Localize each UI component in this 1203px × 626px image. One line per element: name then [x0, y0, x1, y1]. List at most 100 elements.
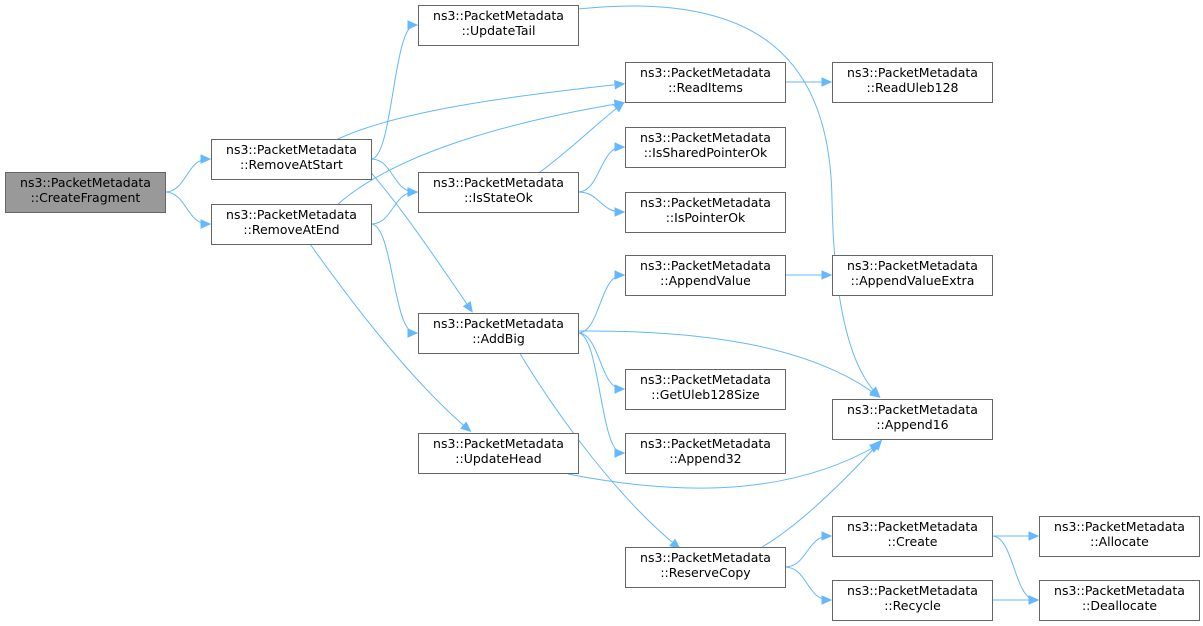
node-append16[interactable]: ns3::PacketMetadata::Append16	[832, 399, 993, 440]
node-box	[832, 62, 993, 103]
node-namespace-label: ns3::PacketMetadata	[20, 175, 151, 190]
node-namespace-label: ns3::PacketMetadata	[226, 142, 357, 157]
call-edge	[784, 535, 830, 568]
node-removeatend[interactable]: ns3::PacketMetadata::RemoveAtEnd	[211, 204, 372, 245]
arrow-icon	[200, 154, 212, 164]
arrow-icon	[407, 187, 419, 197]
node-allocate[interactable]: ns3::PacketMetadata::Allocate	[1039, 516, 1200, 557]
node-namespace-label: ns3::PacketMetadata	[433, 175, 564, 190]
node-function-label: ::IsPointerOk	[666, 210, 746, 225]
node-namespace-label: ns3::PacketMetadata	[847, 519, 978, 534]
node-namespace-label: ns3::PacketMetadata	[1054, 519, 1185, 534]
node-namespace-label: ns3::PacketMetadata	[433, 316, 564, 331]
arrow-icon	[200, 219, 212, 229]
node-function-label: ::Deallocate	[1082, 598, 1157, 613]
node-getuleb128size[interactable]: ns3::PacketMetadata::GetUleb128Size	[625, 369, 786, 410]
arrow-icon	[869, 387, 881, 398]
node-namespace-label: ns3::PacketMetadata	[847, 583, 978, 598]
call-edge	[784, 566, 830, 601]
call-edge	[567, 444, 879, 489]
node-box	[625, 127, 786, 168]
node-readitems[interactable]: ns3::PacketMetadata::ReadItems	[625, 62, 786, 103]
node-namespace-label: ns3::PacketMetadata	[433, 436, 564, 451]
node-isstateok[interactable]: ns3::PacketMetadata::IsStateOk	[418, 172, 579, 213]
node-box	[832, 580, 993, 621]
node-createfragment: ns3::PacketMetadata::CreateFragment	[5, 172, 166, 213]
node-namespace-label: ns3::PacketMetadata	[640, 130, 771, 145]
call-edge	[164, 191, 209, 225]
node-issharedpointerok[interactable]: ns3::PacketMetadata::IsSharedPointerOk	[625, 127, 786, 168]
node-updatehead[interactable]: ns3::PacketMetadata::UpdateHead	[418, 433, 579, 474]
node-box	[625, 369, 786, 410]
node-box	[832, 399, 993, 440]
node-box	[5, 172, 166, 213]
node-box	[1039, 516, 1200, 557]
call-edge	[337, 102, 623, 205]
node-namespace-label: ns3::PacketMetadata	[226, 207, 357, 222]
call-edge	[577, 332, 623, 390]
arrow-icon	[669, 538, 681, 550]
node-deallocate[interactable]: ns3::PacketMetadata::Deallocate	[1039, 580, 1200, 621]
node-box	[832, 516, 993, 557]
node-function-label: ::GetUleb128Size	[651, 387, 760, 402]
arrow-icon	[614, 448, 626, 458]
call-edge	[370, 223, 416, 334]
call-edge	[577, 5, 879, 396]
call-edge	[337, 83, 623, 140]
node-function-label: ::AddBig	[472, 331, 525, 346]
arrow-icon	[1028, 595, 1040, 605]
node-box	[625, 62, 786, 103]
node-function-label: ::UpdateHead	[455, 451, 541, 466]
call-edge	[370, 158, 416, 193]
call-edges	[164, 5, 1040, 605]
call-edge	[991, 535, 1037, 601]
arrow-icon	[614, 270, 626, 280]
call-edge	[370, 24, 416, 160]
node-box	[625, 255, 786, 296]
node-namespace-label: ns3::PacketMetadata	[1054, 583, 1185, 598]
arrow-icon	[821, 270, 833, 280]
node-namespace-label: ns3::PacketMetadata	[847, 402, 978, 417]
node-create[interactable]: ns3::PacketMetadata::Create	[832, 516, 993, 557]
node-function-label: ::Allocate	[1090, 534, 1149, 549]
node-box	[418, 172, 579, 213]
node-addbig[interactable]: ns3::PacketMetadata::AddBig	[418, 313, 579, 354]
call-edge	[577, 146, 623, 193]
node-updatetail[interactable]: ns3::PacketMetadata::UpdateTail	[418, 5, 579, 46]
function-nodes: ns3::PacketMetadata::CreateFragmentns3::…	[5, 5, 1200, 621]
node-box	[832, 255, 993, 296]
arrow-icon	[407, 20, 419, 30]
node-box	[211, 204, 372, 245]
node-namespace-label: ns3::PacketMetadata	[847, 65, 978, 80]
node-function-label: ::Create	[888, 534, 938, 549]
node-box	[1039, 580, 1200, 621]
node-function-label: ::CreateFragment	[31, 190, 141, 205]
node-function-label: ::IsSharedPointerOk	[644, 145, 768, 160]
call-edge	[577, 274, 623, 334]
node-function-label: ::Append16	[876, 417, 948, 432]
node-namespace-label: ns3::PacketMetadata	[640, 65, 771, 80]
node-namespace-label: ns3::PacketMetadata	[433, 8, 564, 23]
node-function-label: ::IsStateOk	[464, 190, 534, 205]
node-namespace-label: ns3::PacketMetadata	[640, 550, 771, 565]
node-appendvalue[interactable]: ns3::PacketMetadata::AppendValue	[625, 255, 786, 296]
node-readuleb128[interactable]: ns3::PacketMetadata::ReadUleb128	[832, 62, 993, 103]
call-edge	[577, 332, 623, 454]
node-namespace-label: ns3::PacketMetadata	[640, 195, 771, 210]
node-box	[625, 433, 786, 474]
node-reservecopy[interactable]: ns3::PacketMetadata::ReserveCopy	[625, 547, 786, 588]
node-append32[interactable]: ns3::PacketMetadata::Append32	[625, 433, 786, 474]
node-removeatstart[interactable]: ns3::PacketMetadata::RemoveAtStart	[211, 139, 372, 180]
call-edge	[309, 243, 470, 431]
node-recycle[interactable]: ns3::PacketMetadata::Recycle	[832, 580, 993, 621]
node-function-label: ::Recycle	[884, 598, 941, 613]
node-function-label: ::UpdateTail	[462, 23, 536, 38]
node-function-label: ::AppendValue	[660, 273, 751, 288]
node-ispointerok[interactable]: ns3::PacketMetadata::IsPointerOk	[625, 192, 786, 233]
node-function-label: ::ReadItems	[668, 80, 743, 95]
node-function-label: ::RemoveAtEnd	[243, 222, 339, 237]
node-appendvalueextra[interactable]: ns3::PacketMetadata::AppendValueExtra	[832, 255, 993, 296]
call-edge	[370, 191, 416, 225]
node-namespace-label: ns3::PacketMetadata	[847, 258, 978, 273]
